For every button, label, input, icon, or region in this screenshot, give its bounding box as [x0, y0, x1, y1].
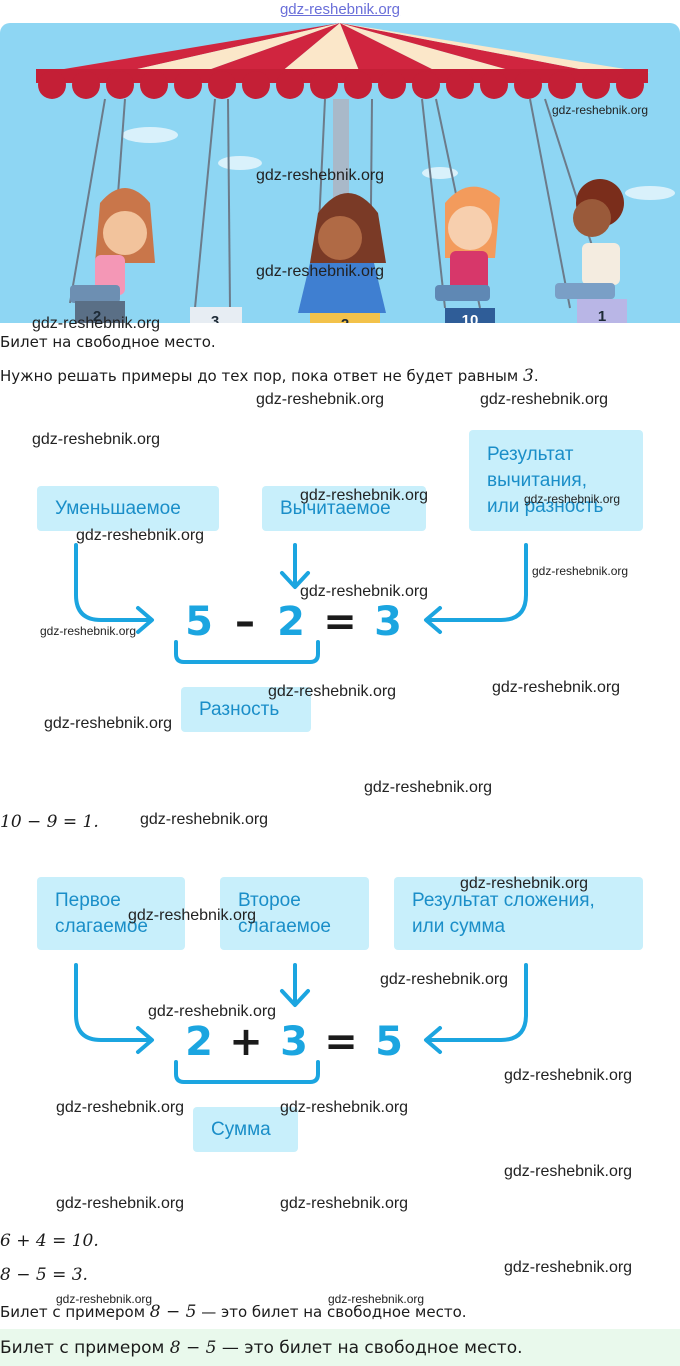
answer-prefix: Билет с примером — [0, 1338, 170, 1358]
watermark: gdz-reshebnik.org — [56, 1292, 153, 1306]
subtraction-diagram: Уменьшаемое Вычитаемое Результат вычитан… — [0, 420, 680, 750]
arrow-minuend — [74, 543, 152, 622]
addition-arrows: 2 + 3 = 5 — [74, 963, 528, 1084]
watermark: gdz-reshebnik.org — [268, 683, 397, 700]
subtraction-arrows: 5 – 2 = 3 — [74, 543, 528, 664]
watermark: gdz-reshebnik.org — [56, 1195, 185, 1212]
watermark: gdz-reshebnik.org — [256, 167, 385, 184]
watermark: gdz-reshebnik.org — [128, 907, 257, 924]
addition-result: 5 — [375, 1019, 403, 1065]
rule-value: 3 — [522, 366, 534, 386]
addend1-line: слагаемое — [55, 915, 148, 937]
conclusion-text: Билет с примером 8 − 5 — это билет на св… — [0, 1302, 467, 1322]
addend2-line: слагаемое — [238, 915, 331, 937]
rule-text: Нужно решать примеры до тех пор, пока от… — [0, 366, 539, 386]
watermark: gdz-reshebnik.org — [328, 1292, 425, 1306]
sum-result-line: Результат сложения, — [412, 889, 595, 911]
watermark: gdz-reshebnik.org — [140, 811, 269, 828]
watermark: gdz-reshebnik.org — [380, 971, 509, 988]
subtraction-result: 3 — [374, 599, 402, 645]
sum-brace — [174, 1060, 320, 1084]
watermark: gdz-reshebnik.org — [256, 391, 385, 408]
sum-result-line: или сумма — [412, 915, 506, 937]
seat-number: 10 — [462, 312, 479, 323]
answer-suffix: — это билет на свободное место. — [216, 1338, 523, 1358]
watermark: gdz-reshebnik.org — [32, 431, 161, 448]
example-3: 8 − 5 = 3. — [0, 1265, 88, 1285]
minuend-label: Уменьшаемое — [37, 486, 219, 531]
arrow-head — [424, 1026, 442, 1054]
watermark: gdz-reshebnik.org — [504, 1259, 633, 1276]
conclusion-suffix: — это билет на свободное место. — [196, 1303, 467, 1321]
result-label-line: вычитания, — [487, 469, 587, 491]
subtraction-eq: = — [323, 599, 357, 645]
seat-number: 2 — [341, 316, 349, 323]
arrow-head — [280, 989, 310, 1007]
addition-num1: 2 — [185, 1019, 213, 1065]
addend1-label: Первое слагаемое — [37, 877, 185, 950]
answer-box: Билет с примером 8 − 5 — это билет на св… — [0, 1329, 680, 1366]
addend2-line: Второе — [238, 889, 301, 911]
arrow-addend1 — [74, 963, 152, 1042]
seat-number: 1 — [598, 308, 606, 323]
sum-brace-label: Сумма — [193, 1107, 298, 1152]
watermark: gdz-reshebnik.org — [532, 564, 629, 578]
addend2-label: Второе слагаемое — [220, 877, 369, 950]
watermark: gdz-reshebnik.org — [504, 1067, 633, 1084]
addition-eq: = — [324, 1019, 358, 1065]
watermark: gdz-reshebnik.org — [480, 391, 609, 408]
arrow-result — [426, 543, 528, 622]
addend1-line: Первое — [55, 889, 121, 911]
answer-text: Билет с примером 8 − 5 — это билет на св… — [0, 1338, 523, 1358]
seat-number: 3 — [211, 313, 219, 323]
addition-diagram: Первое слагаемое Второе слагаемое Резуль… — [0, 870, 680, 1200]
example-1: 10 − 9 = 1. — [0, 812, 99, 832]
rule-suffix: . — [533, 367, 539, 385]
result-label-line: или разность — [487, 495, 604, 517]
result-label-line: Результат — [487, 443, 574, 465]
watermark: gdz-reshebnik.org — [280, 1099, 409, 1116]
subtrahend-label: Вычитаемое — [262, 486, 426, 531]
free-seat-intro: Билет на свободное место. — [0, 333, 216, 351]
watermark: gdz-reshebnik.org — [364, 779, 493, 796]
subtraction-op: – — [235, 599, 255, 645]
watermark: gdz-reshebnik.org — [40, 624, 137, 638]
watermark: gdz-reshebnik.org — [552, 103, 649, 117]
difference-brace — [174, 640, 320, 664]
difference-brace-label: Разность — [181, 687, 311, 732]
subtraction-num2: 2 — [277, 599, 305, 645]
watermark: gdz-reshebnik.org — [148, 1003, 277, 1020]
subtraction-num1: 5 — [185, 599, 213, 645]
watermark: gdz-reshebnik.org — [524, 492, 621, 506]
watermark: gdz-reshebnik.org — [44, 715, 173, 732]
arrow-head — [136, 606, 154, 634]
conclusion-prefix: Билет с примером — [0, 1303, 150, 1321]
arrow-sum — [426, 963, 528, 1042]
watermark: gdz-reshebnik.org — [32, 315, 161, 332]
watermark: gdz-reshebnik.org — [492, 679, 621, 696]
example-2: 6 + 4 = 10. — [0, 1231, 99, 1251]
site-link[interactable]: gdz-reshebnik.org — [279, 1, 401, 18]
watermark: gdz-reshebnik.org — [504, 1163, 633, 1180]
difference-result-label: Результат вычитания, или разность — [469, 430, 643, 531]
answer-expr: 8 − 5 — [169, 1338, 217, 1358]
seat-number: 2 — [93, 308, 101, 323]
arrow-head — [424, 606, 442, 634]
arrow-head — [136, 1026, 154, 1054]
watermark: gdz-reshebnik.org — [280, 1195, 409, 1212]
arrow-head — [280, 571, 310, 589]
carousel-illustration: 2 3 2 10 1 — [0, 23, 680, 323]
watermark: gdz-reshebnik.org — [256, 263, 385, 280]
watermark: gdz-reshebnik.org — [300, 487, 429, 504]
watermark: gdz-reshebnik.org — [56, 1099, 185, 1116]
watermark: gdz-reshebnik.org — [76, 527, 205, 544]
conclusion-expr: 8 − 5 — [149, 1302, 197, 1322]
addition-op: + — [229, 1019, 263, 1065]
watermark: gdz-reshebnik.org — [460, 875, 589, 892]
sum-result-label: Результат сложения, или сумма — [394, 877, 643, 950]
addition-num2: 3 — [280, 1019, 308, 1065]
rule-prefix: Нужно решать примеры до тех пор, пока от… — [0, 367, 523, 385]
watermark: gdz-reshebnik.org — [300, 583, 429, 600]
